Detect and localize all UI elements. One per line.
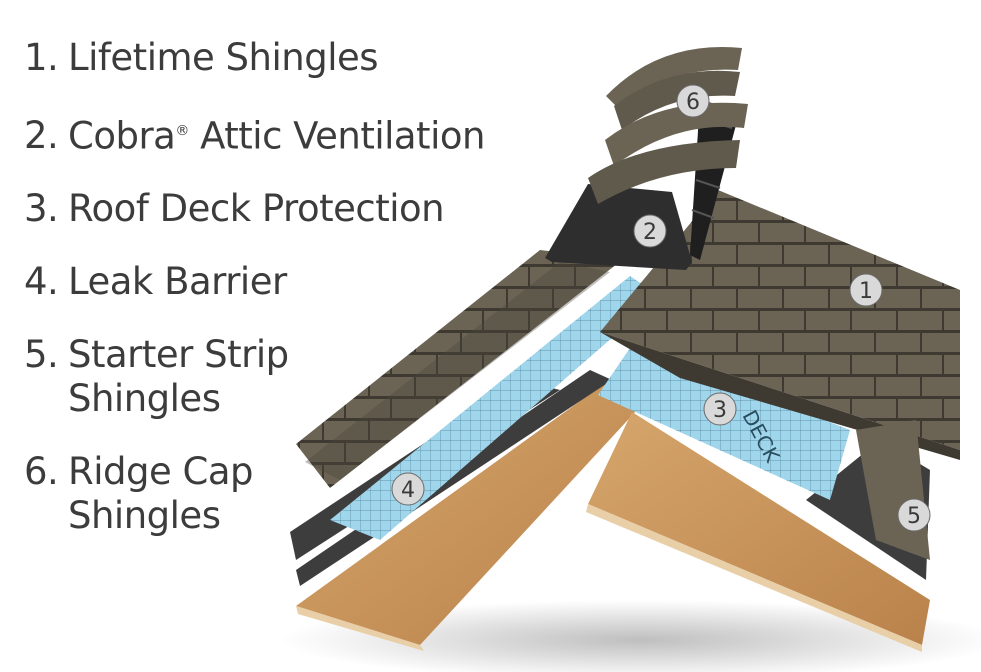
ridge-cap-shingles — [588, 47, 748, 204]
left-shingle-slope — [296, 250, 622, 488]
legend-item-attic-ventilation: 2.Cobra® Attic Ventilation — [24, 114, 485, 158]
svg-text:4: 4 — [401, 478, 415, 503]
svg-text:6: 6 — [686, 90, 700, 115]
legend-item-starter-strip: 5.Starter Strip Shingles — [24, 333, 289, 421]
floor-shadow — [280, 600, 981, 672]
svg-text:3: 3 — [713, 398, 727, 423]
badge-3: 3 — [703, 392, 737, 426]
svg-text:1: 1 — [859, 279, 873, 304]
legend-item-leak-barrier: 4.Leak Barrier — [24, 260, 287, 304]
badge-4: 4 — [391, 472, 425, 506]
badge-5: 5 — [897, 498, 931, 532]
svg-text:5: 5 — [907, 504, 921, 529]
badge-1: 1 — [849, 273, 883, 307]
legend-item-ridge-cap: 6.Ridge Cap Shingles — [24, 450, 253, 538]
badge-6: 6 — [676, 84, 710, 118]
badge-2: 2 — [633, 214, 667, 248]
legend: 1.Lifetime Shingles 2.Cobra® Attic Venti… — [24, 36, 494, 567]
legend-item-roof-deck-protection: 3.Roof Deck Protection — [24, 187, 445, 231]
plywood-deck — [296, 378, 930, 652]
svg-text:2: 2 — [643, 220, 657, 245]
legend-item-lifetime-shingles: 1.Lifetime Shingles — [24, 36, 379, 79]
